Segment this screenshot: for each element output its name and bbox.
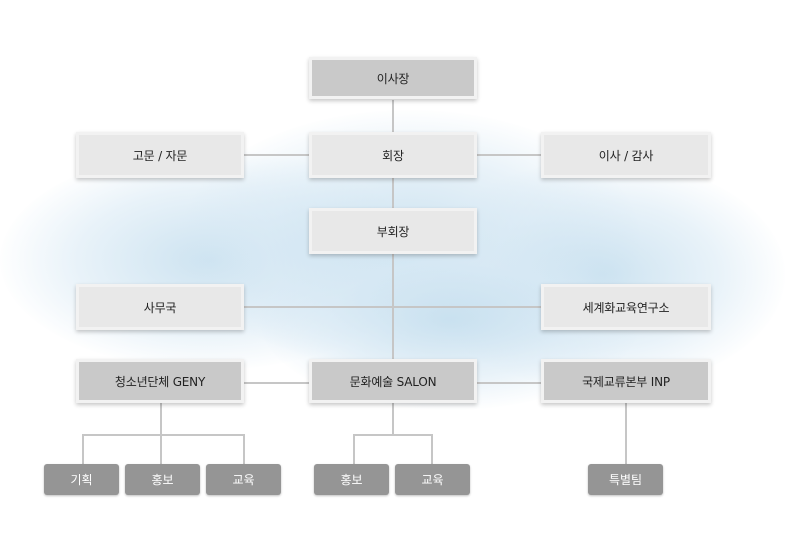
research-institute-box: 세계화교육연구소 [541, 284, 711, 330]
connector-line [392, 402, 394, 436]
youth-sub-education: 교육 [206, 464, 281, 495]
connector-line [431, 434, 433, 464]
connector-line [625, 402, 627, 464]
vice-president-box: 부회장 [309, 208, 477, 254]
connector-line [82, 434, 84, 464]
connector-line [243, 434, 245, 464]
advisors-box: 고문 / 자문 [76, 132, 244, 178]
connector-line [240, 306, 546, 308]
directors-box: 이사 / 감사 [541, 132, 711, 178]
intl-sub-special-team: 특별팀 [588, 464, 663, 495]
chairman-box: 이사장 [309, 57, 477, 99]
youth-sub-planning: 기획 [44, 464, 119, 495]
culture-arts-box: 문화예술 SALON [309, 359, 477, 403]
international-box: 국제교류본부 INP [541, 359, 711, 403]
youth-group-box: 청소년단체 GENY [76, 359, 244, 403]
connector-line [160, 434, 162, 464]
culture-sub-pr: 홍보 [314, 464, 389, 495]
culture-sub-education: 교육 [395, 464, 470, 495]
president-box: 회장 [309, 132, 477, 178]
connector-line [82, 434, 245, 436]
connector-line [353, 434, 355, 464]
secretariat-box: 사무국 [76, 284, 244, 330]
youth-sub-pr: 홍보 [125, 464, 200, 495]
connector-line [353, 434, 433, 436]
connector-line [160, 402, 162, 436]
